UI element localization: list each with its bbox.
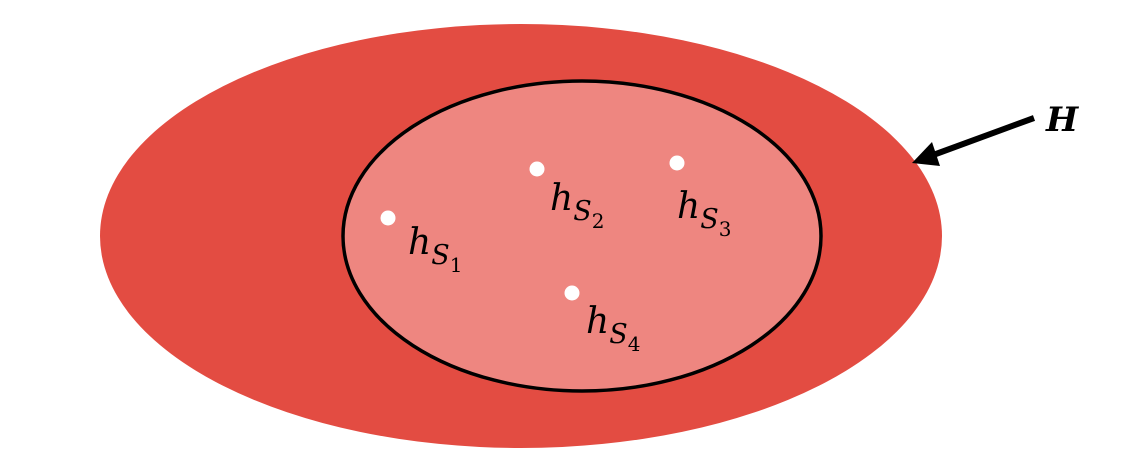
set-pointer-arrow [912,115,1036,166]
point-label: hS2 [550,178,604,233]
point-2: hS2 [529,161,604,233]
point-marker [564,285,580,301]
point-marker [380,210,396,226]
point-label: hS1 [408,222,462,277]
inner-set-ellipse [341,79,823,393]
point-4: hS4 [564,285,640,356]
outer-set-label: H [1045,100,1080,140]
point-marker [529,161,545,177]
point-3: hS3 [669,155,731,241]
point-label: hS4 [586,301,640,356]
point-1: hS1 [380,210,462,277]
point-label: hS3 [677,186,731,241]
point-marker [669,155,685,171]
